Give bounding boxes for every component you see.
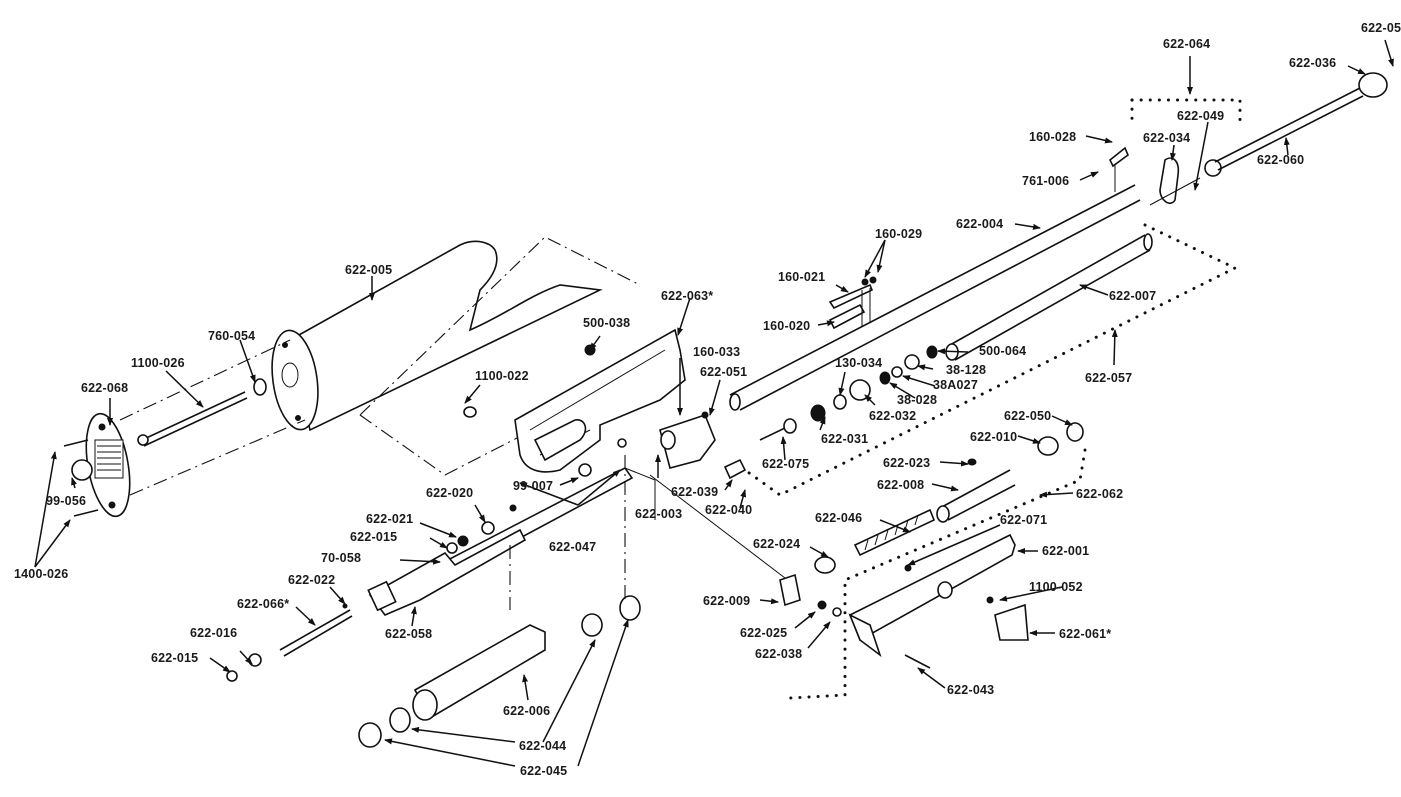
part-label-622-009: 622-009: [703, 594, 751, 608]
part-label-38-128: 38-128: [946, 363, 987, 377]
part-label-622-043: 622-043: [947, 683, 995, 697]
receiver-part: [463, 328, 686, 477]
forearm-part: [358, 455, 641, 748]
part-label-622-003: 622-003: [635, 507, 683, 521]
group-label-622-062: 622-062: [1076, 487, 1124, 501]
part-label-622-005: 622-005: [345, 263, 393, 277]
part-label-760-054: 760-054: [208, 329, 256, 343]
part-label-500-038: 500-038: [583, 316, 631, 330]
part-label-622-066: 622-066*: [237, 597, 290, 611]
part-label-622-049: 622-049: [1177, 109, 1225, 123]
part-label-622-047: 622-047: [549, 540, 597, 554]
group-label-622-057: 622-057: [1085, 371, 1133, 385]
part-label-622-063: 622-063*: [661, 289, 714, 303]
group-bracket-622-057: [743, 223, 1239, 497]
part-label-1100-026: 1100-026: [131, 356, 185, 370]
part-label-622-034: 622-034: [1143, 131, 1191, 145]
part-label-622-023: 622-023: [883, 456, 931, 470]
part-label-622-016: 622-016: [190, 626, 238, 640]
part-label-622-050: 622-050: [1004, 409, 1052, 423]
barrel-part: [729, 184, 1153, 411]
part-label-1400-026: 1400-026: [14, 567, 69, 581]
part-label-500-064: 500-064: [979, 344, 1027, 358]
part-label-1100-022: 1100-022: [475, 369, 529, 383]
part-label-622-060: 622-060: [1257, 153, 1305, 167]
part-label-622-015-b: 622-015: [151, 651, 199, 665]
part-label-38A027: 38A027: [933, 378, 978, 392]
part-label-160-029: 160-029: [875, 227, 923, 241]
part-label-160-028: 160-028: [1029, 130, 1077, 144]
part-label-622-020: 622-020: [426, 486, 474, 500]
leader-arrows: [34, 39, 1394, 767]
part-label-160-033: 160-033: [693, 345, 741, 359]
part-label-622-024: 622-024: [753, 537, 801, 551]
part-label-622-015-a: 622-015: [350, 530, 398, 544]
part-label-622-025: 622-025: [740, 626, 788, 640]
stock-part: [271, 240, 603, 432]
front-sight-part: [1108, 72, 1388, 206]
part-label-622-068: 622-068: [81, 381, 129, 395]
part-label-622-038: 622-038: [755, 647, 803, 661]
part-label-622-001: 622-001: [1042, 544, 1090, 558]
part-label-38-028: 38-028: [897, 393, 938, 407]
group-bracket-622-062: [788, 448, 1087, 700]
part-label-99-007: 99-007: [513, 479, 554, 493]
part-label-761-006: 761-006: [1022, 174, 1070, 188]
part-label-1100-052: 1100-052: [1029, 580, 1083, 594]
part-label-622-040: 622-040: [705, 503, 753, 517]
part-label-622-039: 622-039: [671, 485, 719, 499]
part-label-622-036: 622-036: [1289, 56, 1337, 70]
part-label-622-006: 622-006: [503, 704, 551, 718]
part-label-622-044: 622-044: [519, 739, 567, 753]
part-label-622-004: 622-004: [956, 217, 1004, 231]
part-label-160-020: 160-020: [763, 319, 811, 333]
part-label-622-061: 622-061*: [1059, 627, 1112, 641]
pump-parts: [779, 422, 1084, 669]
part-label-622-031: 622-031: [821, 432, 869, 446]
part-label-622-051: 622-051: [700, 365, 748, 379]
part-label-622-021: 622-021: [366, 512, 414, 526]
buttplate-part: [63, 339, 306, 518]
group-bracket-622-064: [1130, 98, 1242, 127]
part-label-622-032: 622-032: [869, 409, 917, 423]
part-label-70-058: 70-058: [321, 551, 362, 565]
part-label-622-045: 622-045: [520, 764, 568, 778]
rear-sight-part: [828, 276, 877, 330]
group-label-622-064: 622-064: [1163, 37, 1211, 51]
part-label-622-007: 622-007: [1109, 289, 1157, 303]
part-label-622-046: 622-046: [815, 511, 863, 525]
connector-lines: [624, 467, 786, 579]
part-label-622-05: 622-05: [1361, 21, 1401, 35]
part-label-622-075: 622-075: [762, 457, 810, 471]
part-label-622-058: 622-058: [385, 627, 433, 641]
part-label-622-071: 622-071: [1000, 513, 1048, 527]
part-label-160-021: 160-021: [778, 270, 826, 284]
part-label-622-008: 622-008: [877, 478, 925, 492]
part-label-130-034: 130-034: [835, 356, 883, 370]
part-label-622-022: 622-022: [288, 573, 336, 587]
part-label-99-056: 99-056: [46, 494, 87, 508]
part-label-622-010: 622-010: [970, 430, 1018, 444]
